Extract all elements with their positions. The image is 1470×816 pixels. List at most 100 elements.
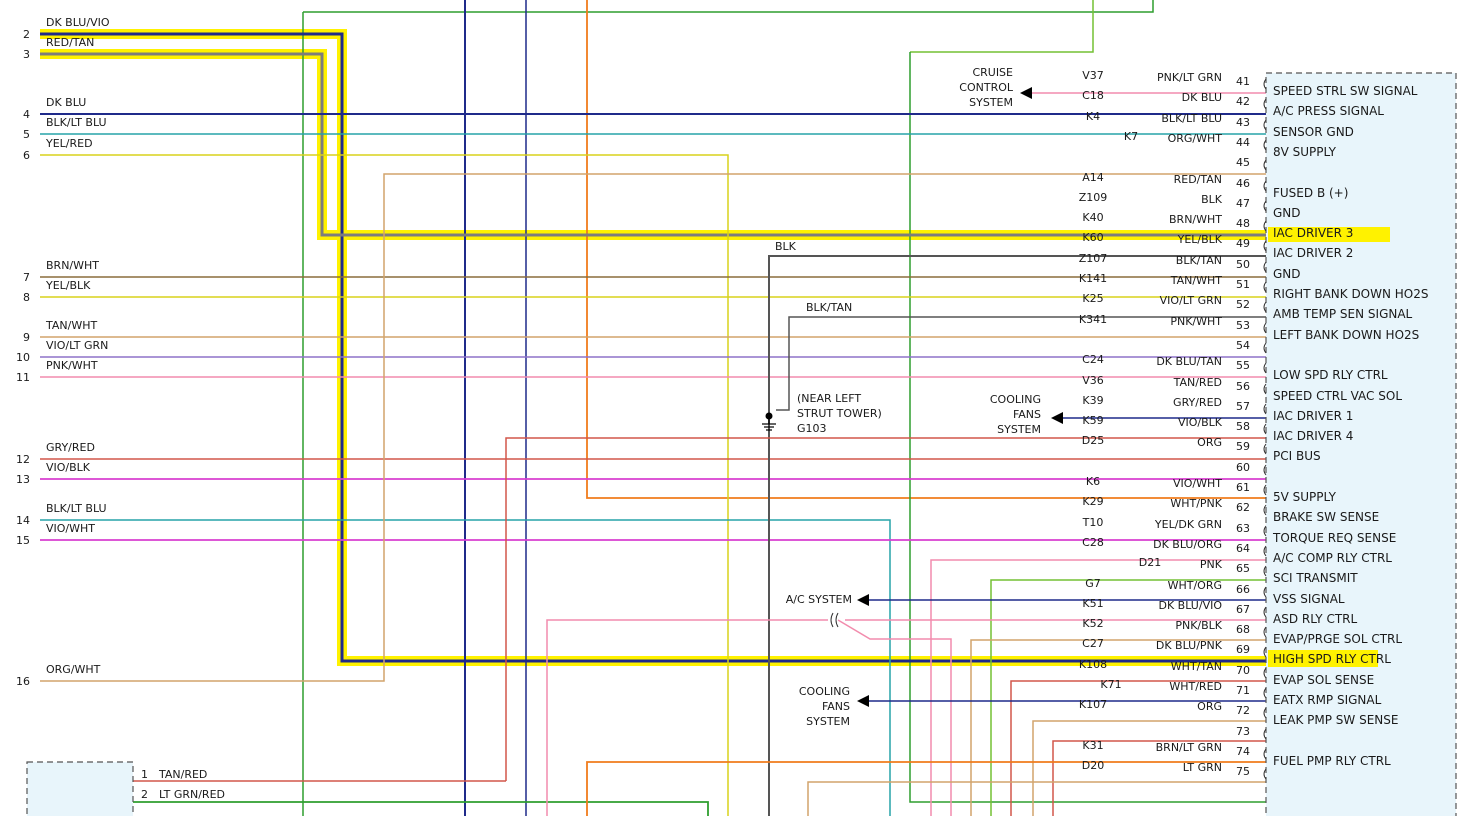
wire-conn-lt-grn-red	[133, 801, 709, 816]
pcm-pin-number: 49	[1236, 237, 1250, 250]
wire-pnk-branch	[837, 619, 952, 816]
pcm-circuit-id: G7	[1085, 577, 1101, 590]
conn-pin-number: 2	[141, 788, 148, 801]
pcm-pin-function: LEAK PMP SW SENSE	[1273, 713, 1398, 727]
pin-mark	[1263, 504, 1267, 516]
pcm-pin-function: EVAP SOL SENSE	[1273, 673, 1374, 687]
left-wire-label: VIO/BLK	[46, 461, 91, 474]
pin-mark	[1263, 200, 1267, 212]
pcm-pin-number: 61	[1236, 481, 1250, 494]
pin-mark	[1263, 98, 1267, 110]
blk-label: BLK	[775, 240, 797, 253]
pcm-pin-number: 50	[1236, 258, 1250, 271]
pcm-circuit-id: D20	[1082, 759, 1104, 772]
pcm-pin-function: IAC DRIVER 4	[1273, 429, 1353, 443]
pcm-wire-label: ORG/WHT	[1168, 132, 1223, 145]
pin-mark	[1263, 281, 1267, 293]
ground-join	[776, 396, 790, 411]
pcm-wire-label: RED/TAN	[1174, 173, 1222, 186]
pcm-wire-label: BRN/LT GRN	[1156, 741, 1222, 754]
pin-mark	[1263, 383, 1267, 395]
pcm-wire-label: DK BLU/VIO	[1159, 599, 1223, 612]
pcm-pin-number: 51	[1236, 278, 1250, 291]
wire-brn-lt-grn	[807, 781, 1266, 816]
left-pin-number: 2	[23, 28, 30, 41]
pcm-circuit-id: K141	[1079, 272, 1107, 285]
marks-layer	[26, 72, 1457, 816]
pcm-pin-function: GND	[1273, 206, 1301, 220]
left-wire-label: DK BLU/VIO	[46, 16, 110, 29]
blk-tan-label: BLK/TAN	[806, 301, 852, 314]
pin-mark	[1263, 586, 1267, 598]
wire-pnk-sci-left	[546, 619, 828, 816]
pcm-pin-function: SCI TRANSMIT	[1273, 571, 1358, 585]
connector-box	[26, 761, 134, 816]
pcm-pin-function: IAC DRIVER 2	[1273, 246, 1353, 260]
pcm-circuit-id: K341	[1079, 313, 1107, 326]
pcm-wire-label: ORG	[1197, 700, 1222, 713]
wire-dk-blu-vio	[40, 32, 1266, 663]
left-pin-number: 14	[16, 514, 30, 527]
pcm-pin-number: 71	[1236, 684, 1250, 697]
pin-mark	[1263, 261, 1267, 273]
pcm-wire-label: WHT/TAN	[1171, 660, 1222, 673]
pcm-pin-number: 54	[1236, 339, 1250, 352]
wire-blk-gnd	[768, 255, 1266, 816]
left-wire-label: VIO/WHT	[46, 522, 95, 535]
pcm-pin-number: 55	[1236, 359, 1250, 372]
pcm-pin-function: BRAKE SW SENSE	[1273, 510, 1379, 524]
wire-fuel-pmp	[909, 52, 1266, 803]
left-wire-label: YEL/BLK	[45, 279, 91, 292]
pcm-circuit-id: K59	[1082, 414, 1103, 427]
pcm-pin-function: A/C PRESS SIGNAL	[1273, 104, 1384, 118]
pcm-pin-function: LOW SPD RLY CTRL	[1273, 368, 1388, 382]
pcm-pin-number: 62	[1236, 501, 1250, 514]
wire-blk-tan-gnd	[788, 316, 1266, 396]
pin-mark	[1263, 423, 1267, 435]
pcm-pin-function: FUSED B (+)	[1273, 186, 1348, 200]
cooling-fans-label: COOLING	[799, 685, 850, 698]
pcm-pin-number: 53	[1236, 319, 1250, 332]
wires-layer	[40, 0, 1266, 816]
left-wire-label: GRY/RED	[46, 441, 95, 454]
pcm-pin-number: 43	[1236, 116, 1250, 129]
pcm-wire-label: DK BLU/ORG	[1153, 538, 1222, 551]
left-wire-label: TAN/WHT	[45, 319, 97, 332]
pcm-circuit-id: K7	[1124, 130, 1138, 143]
pcm-wire-label: TAN/WHT	[1170, 274, 1222, 287]
pcm-wire-label: VIO/BLK	[1178, 416, 1223, 429]
pcm-pin-function: EVAP/PRGE SOL CTRL	[1273, 632, 1402, 646]
pin-mark	[1263, 159, 1267, 171]
pin-mark	[1263, 220, 1267, 232]
pcm-pin-number: 47	[1236, 197, 1250, 210]
highlight-asd-label	[1268, 650, 1378, 667]
pin-mark	[1263, 139, 1267, 151]
ground-location-label: (NEAR LEFT	[797, 392, 861, 405]
cooling-fans-label: COOLING	[990, 393, 1041, 406]
pcm-wire-label: BLK/LT BLU	[1161, 112, 1222, 125]
left-pin-number: 9	[23, 331, 30, 344]
pin-mark	[1263, 342, 1267, 354]
pin-mark	[1263, 119, 1267, 131]
pcm-circuit-id: D25	[1082, 434, 1104, 447]
pin-mark	[1263, 301, 1267, 313]
ground-location-label: STRUT TOWER)	[797, 407, 882, 420]
pcm-circuit-id: K107	[1079, 698, 1107, 711]
pcm-pin-number: 46	[1236, 177, 1250, 190]
pcm-circuit-id: K52	[1082, 617, 1103, 630]
ac-system-label: A/C SYSTEM	[786, 593, 852, 606]
left-pin-number: 16	[16, 675, 30, 688]
pcm-circuit-id: K60	[1082, 231, 1103, 244]
pcm-circuit-id: D21	[1139, 556, 1161, 569]
pin-mark	[1263, 626, 1267, 638]
pcm-wire-label: VIO/WHT	[1173, 477, 1222, 490]
pin-mark	[1263, 322, 1267, 334]
pcm-wire-label: DK BLU	[1182, 91, 1222, 104]
pcm-pin-function: GND	[1273, 267, 1301, 281]
pcm-circuit-id: V36	[1082, 374, 1104, 387]
left-wire-label: DK BLU	[46, 96, 86, 109]
pin-mark	[1263, 687, 1267, 699]
pcm-module-box	[1265, 72, 1457, 816]
pcm-wire-label: YEL/BLK	[1177, 233, 1223, 246]
